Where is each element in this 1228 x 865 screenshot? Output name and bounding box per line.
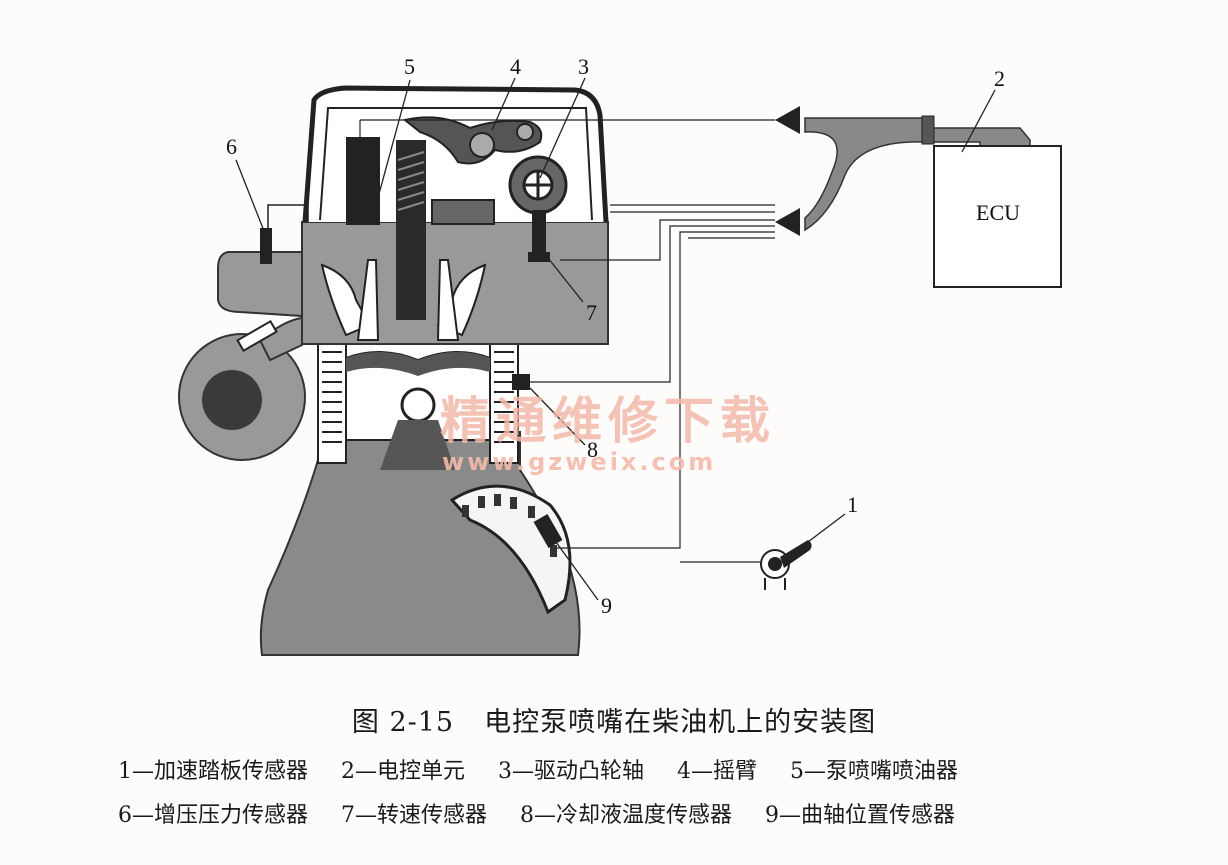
legend-item: 4—摇臂 xyxy=(677,759,757,784)
watermark-url: www.gzweix.com xyxy=(442,448,716,476)
legend-row-2: 6—增压压力传感器 7—转速传感器 8—冷却液温度传感器 9—曲轴位置传感器 xyxy=(118,797,981,829)
figure-number: 图 2-15 xyxy=(351,707,455,738)
crank-position-sensor xyxy=(533,514,563,548)
legend-item: 5—泵喷嘴喷油器 xyxy=(790,759,958,784)
legend-item: 7—转速传感器 xyxy=(341,803,487,828)
legend-item: 2—电控单元 xyxy=(341,759,465,784)
legend-item: 8—冷却液温度传感器 xyxy=(520,803,732,828)
legend-item: 3—驱动凸轮轴 xyxy=(498,759,644,784)
connector-arrow-top xyxy=(775,106,800,134)
intake-manifold xyxy=(217,251,303,318)
callout-7: 7 xyxy=(586,300,597,325)
trigger-wheel xyxy=(449,484,572,615)
callout-1: 1 xyxy=(847,492,858,517)
callout-8: 8 xyxy=(587,437,598,462)
accelerator-pedal-sensor xyxy=(760,540,812,590)
legend-item: 9—曲轴位置传感器 xyxy=(765,803,955,828)
connector-arrow-bottom xyxy=(775,208,800,236)
callout-5: 5 xyxy=(404,54,415,79)
callout-4: 4 xyxy=(510,54,521,79)
speed-sensor xyxy=(532,210,546,258)
watermark-title: 精通维修下载 xyxy=(440,392,776,450)
callout-3: 3 xyxy=(578,54,589,79)
figure-caption: 图 2-15 电控泵喷嘴在柴油机上的安装图 xyxy=(0,700,1228,739)
legend-item: 6—增压压力传感器 xyxy=(118,803,308,828)
legend-row-1: 1—加速踏板传感器 2—电控单元 3—驱动凸轮轴 4—摇臂 5—泵喷嘴喷油器 xyxy=(118,753,984,785)
valve-right xyxy=(436,259,460,341)
coolant-temp-sensor xyxy=(512,374,530,390)
callout-leaders xyxy=(235,77,996,601)
callout-9: 9 xyxy=(601,593,612,618)
connecting-rod xyxy=(380,420,455,470)
callout-2: 2 xyxy=(994,66,1005,91)
valve-left xyxy=(356,259,380,341)
pump-injector-solenoid xyxy=(346,137,380,225)
ecu-label: ECU xyxy=(976,200,1020,225)
piston-pin xyxy=(400,387,436,423)
callout-6: 6 xyxy=(226,134,237,159)
ecu-box xyxy=(933,145,1062,288)
figure-title: 电控泵喷嘴在柴油机上的安装图 xyxy=(484,707,877,738)
legend-item: 1—加速踏板传感器 xyxy=(118,759,308,784)
engine-installation-diagram: ECU 5 4 3 2 6 7 8 9 1 精通维修下载 www.gzweix.… xyxy=(178,54,1062,656)
wiring-harness xyxy=(359,119,775,563)
boost-pressure-sensor xyxy=(260,228,272,264)
